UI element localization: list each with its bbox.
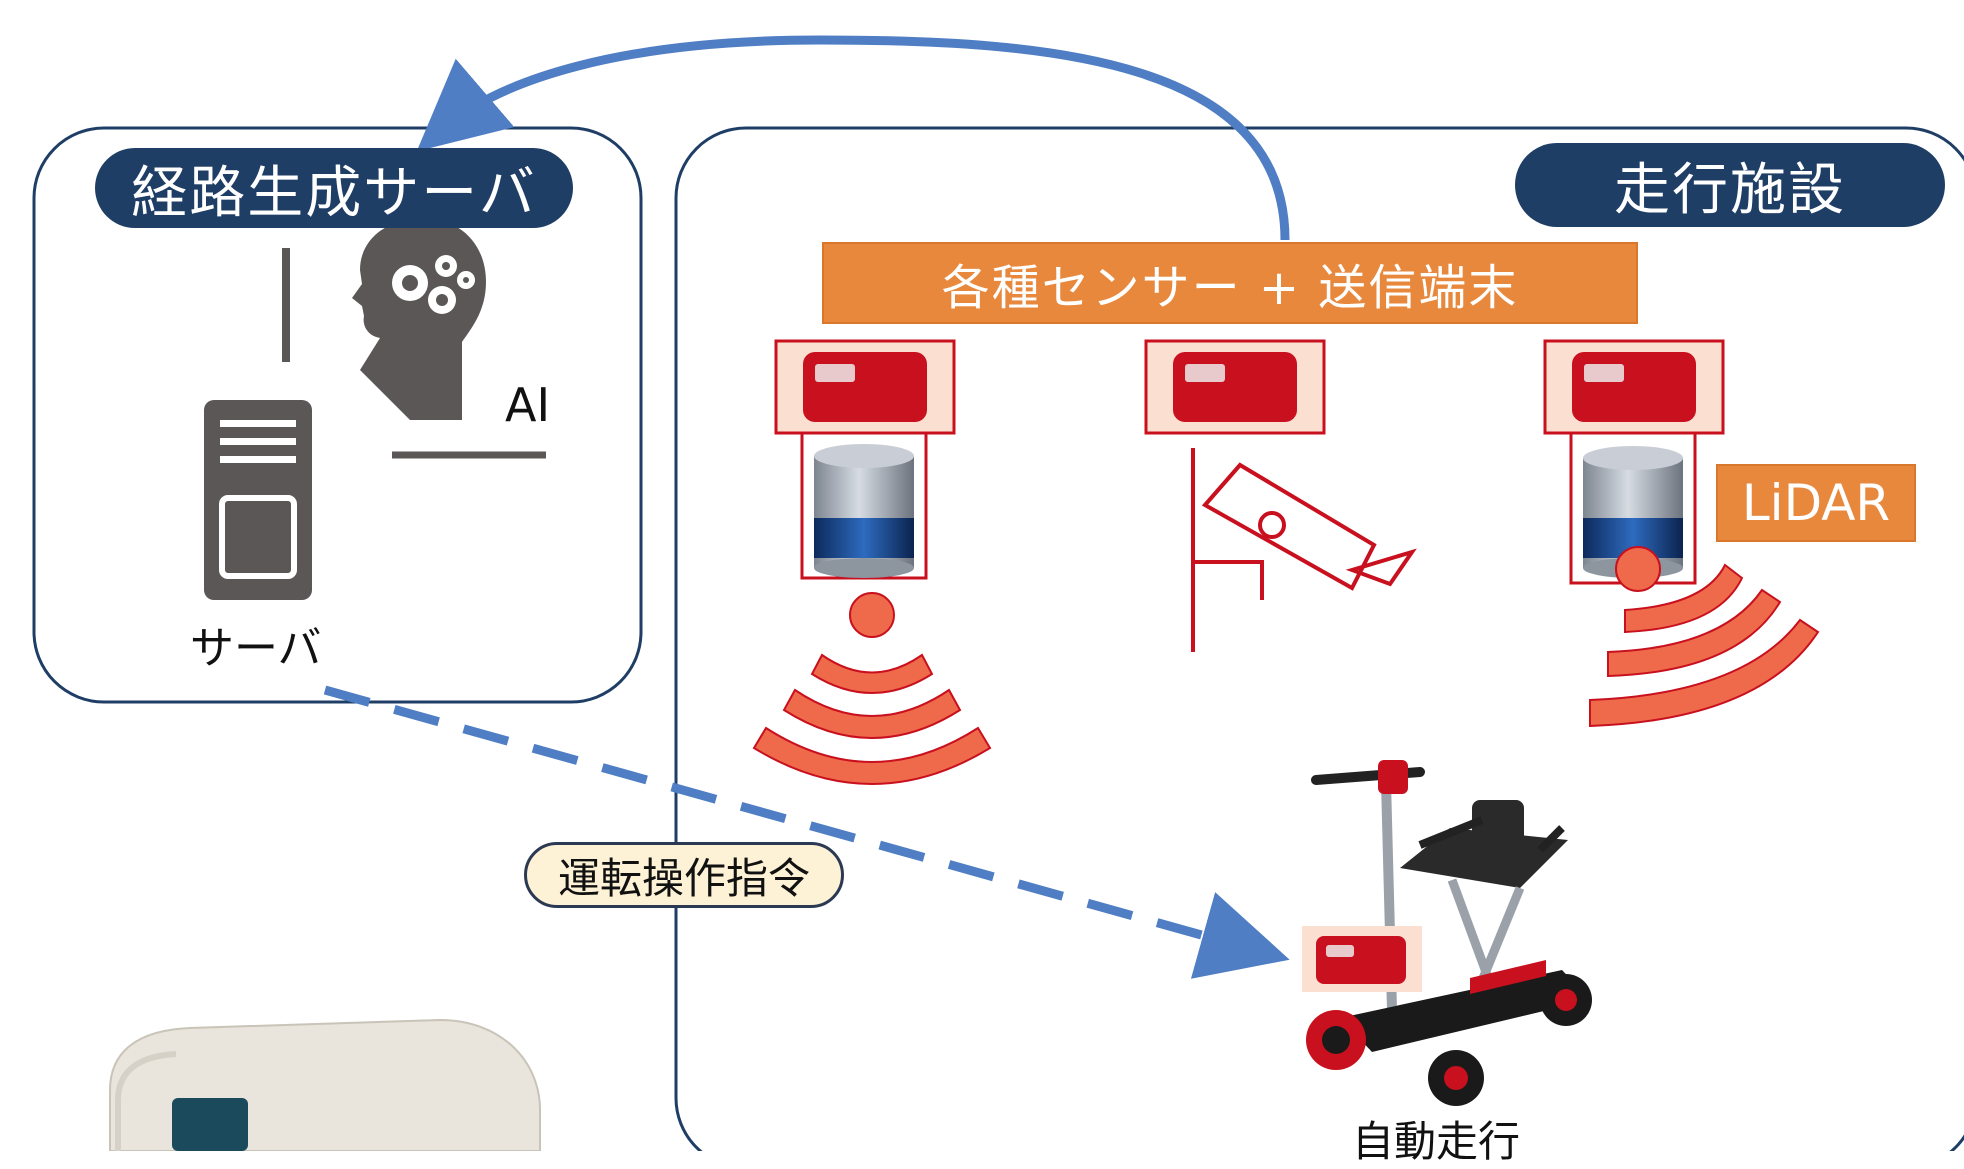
wireless-signal-icon (752, 592, 992, 785)
sensor-banner: 各種センサー + 送信端末 (822, 242, 1638, 324)
transmitter-icon (1144, 339, 1326, 435)
security-camera-icon (1191, 448, 1417, 652)
transmitter-icon (1543, 339, 1725, 435)
transmitter-icon (1302, 926, 1422, 992)
command-arrow (323, 685, 1290, 979)
facility-panel-title: 走行施設 (1515, 143, 1945, 227)
wireless-signal-icon (1589, 546, 1820, 728)
server-label: サーバ (190, 623, 322, 674)
ai-head-gears-icon (352, 218, 546, 459)
lidar-sensor-icon (800, 431, 928, 580)
ai-label: AI (505, 378, 551, 432)
command-label: 運転操作指令 (524, 842, 844, 908)
sensor-to-server-arrow (416, 35, 1290, 241)
vehicle-label: 自動走行 (1352, 1117, 1521, 1166)
server-panel (32, 126, 643, 704)
terminal-device-icon (109, 1018, 541, 1151)
mobility-scooter-icon (1306, 760, 1592, 1106)
server-panel-title: 経路生成サーバ (95, 148, 573, 228)
lidar-label: LiDAR (1716, 464, 1916, 542)
server-tower-icon (204, 248, 312, 600)
facility-panel (674, 126, 1964, 1151)
transmitter-icon (774, 339, 956, 435)
